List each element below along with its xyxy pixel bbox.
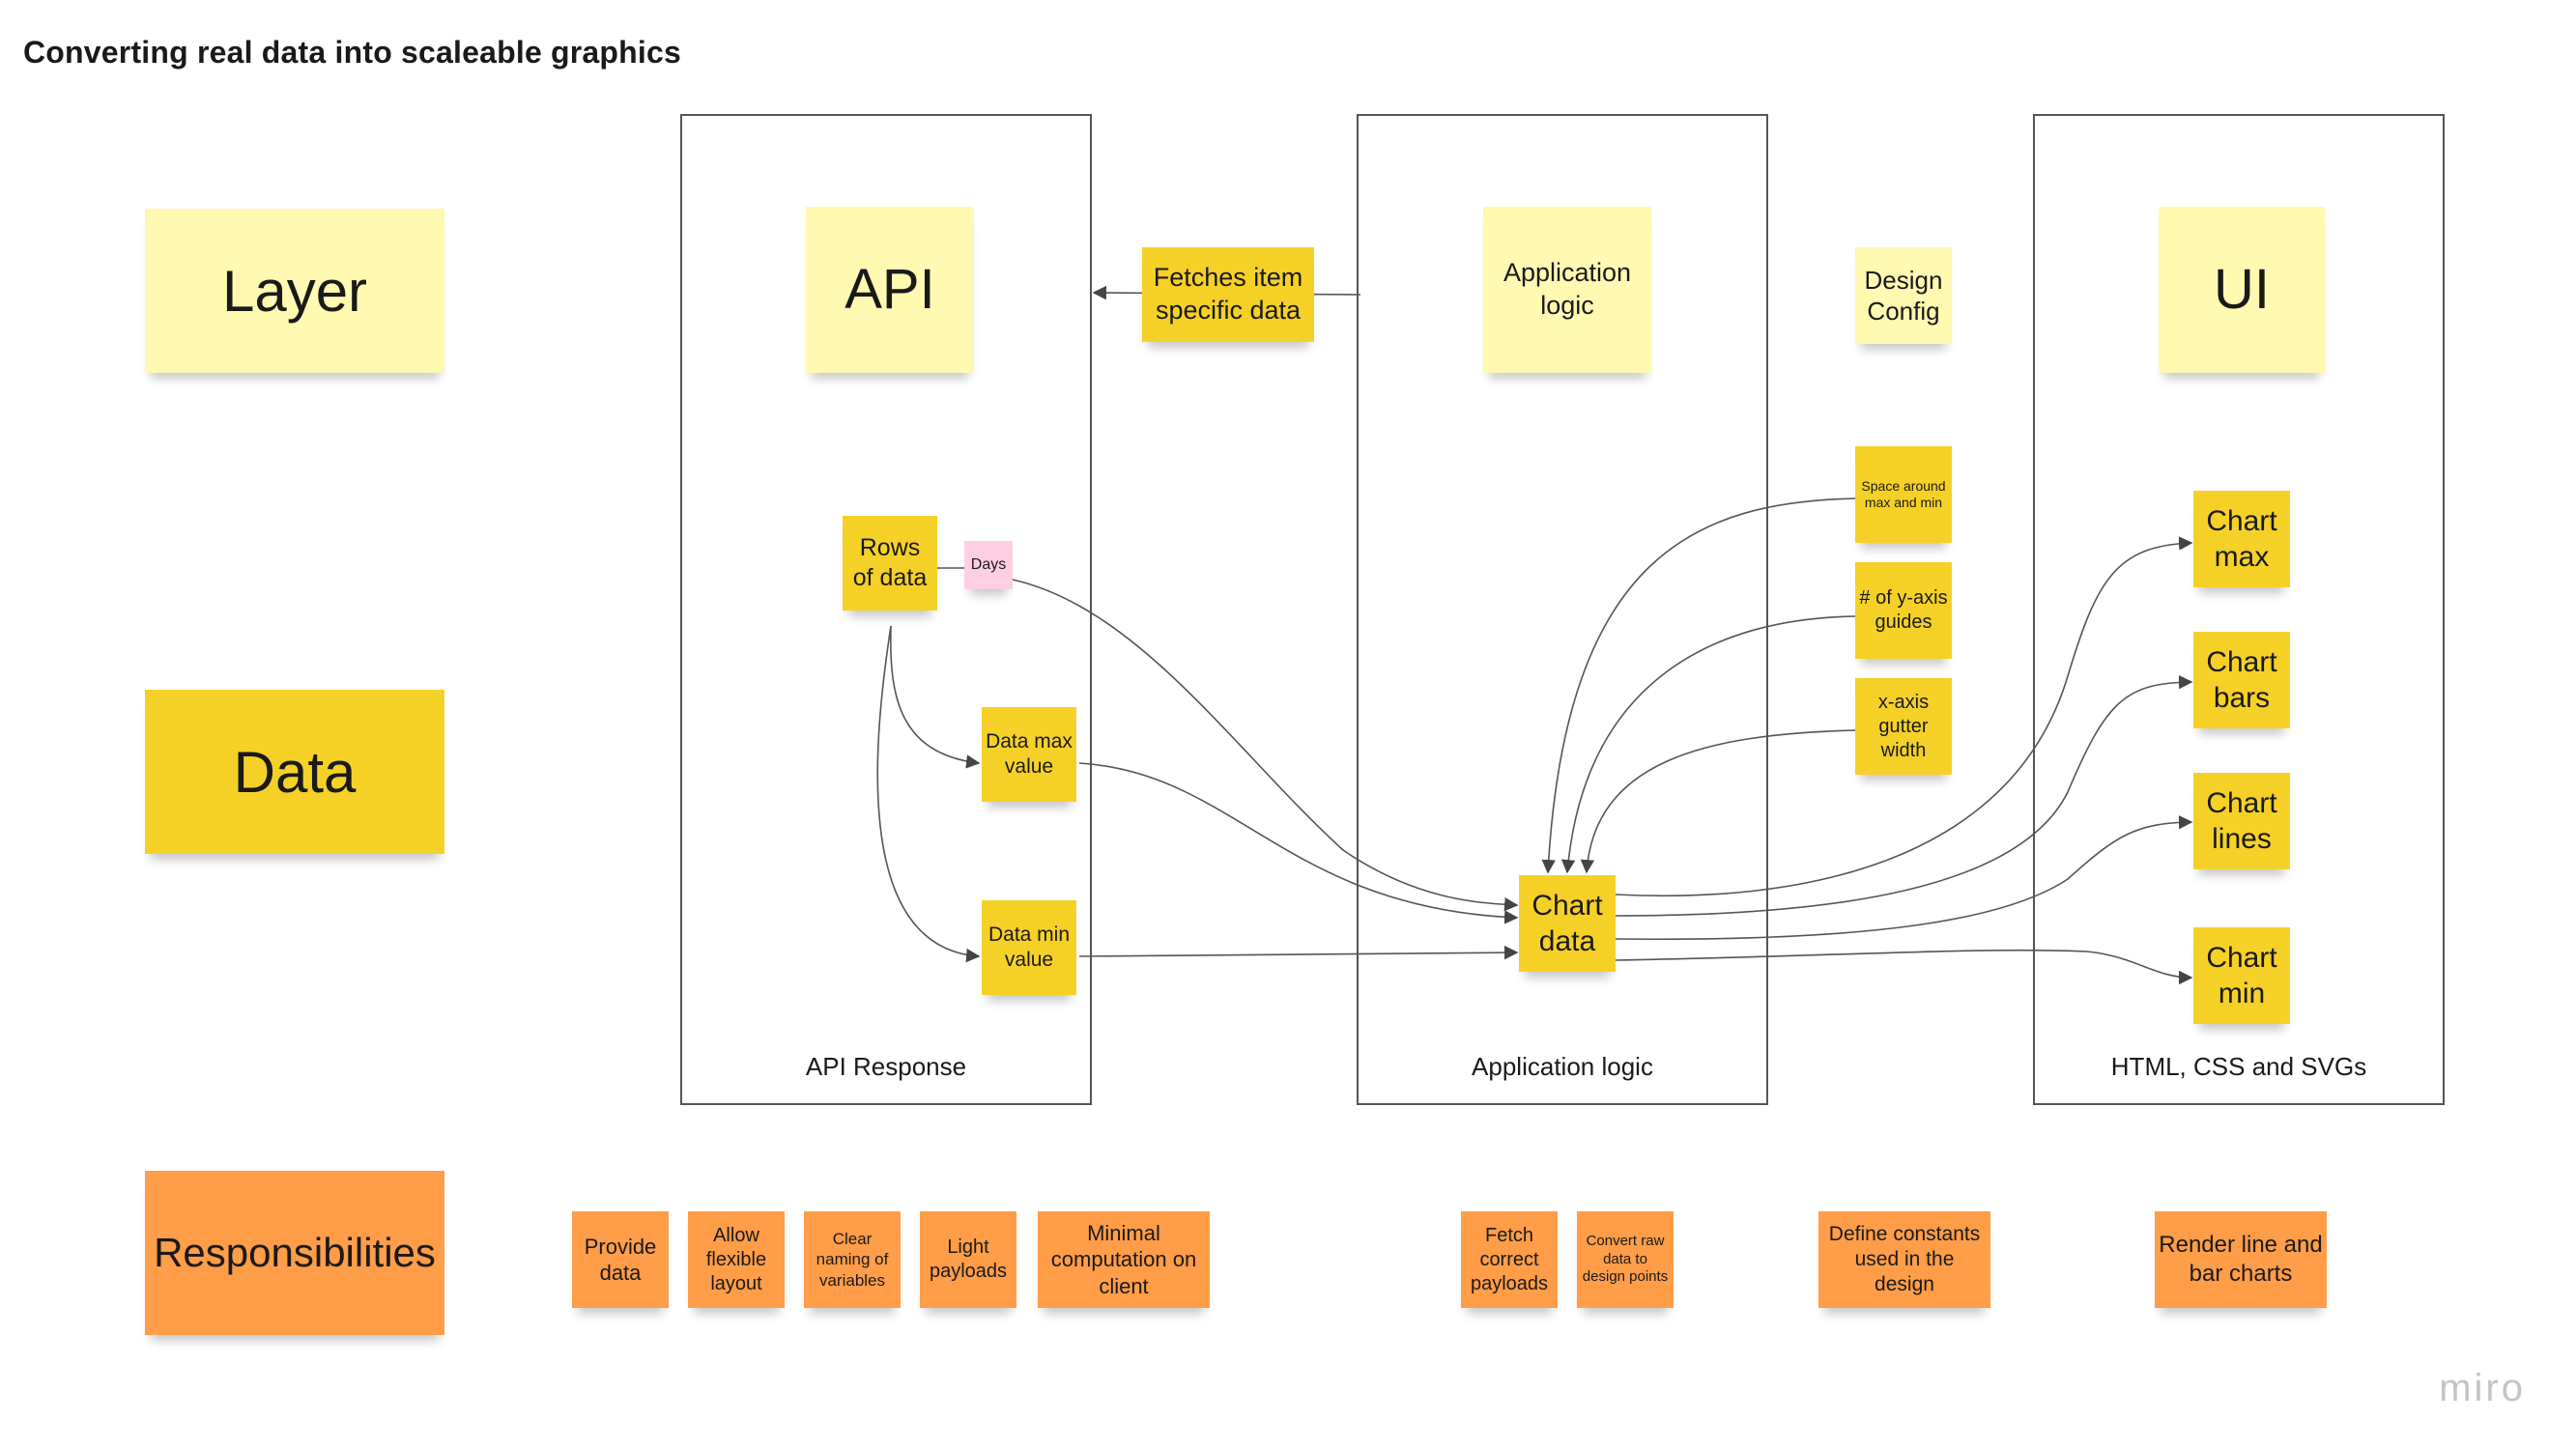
sticky-ui-header[interactable]: UI [2159,207,2325,373]
row-label-layer-text: Layer [221,258,368,324]
resp-provide-data[interactable]: Provide data [572,1211,669,1308]
row-label-data[interactable]: Data [145,690,444,854]
edge-min-to-chart [1078,945,1519,960]
edge-guides-to-chart [1560,615,1856,874]
sticky-space-around-max-min[interactable]: Space around max and min [1855,446,1952,543]
edge-rows-to-min [876,625,981,963]
miro-watermark: miro [2439,1367,2526,1409]
sticky-rows-of-data[interactable]: Rows of data [843,516,937,611]
sticky-chart-max-text: Chart max [2206,504,2277,574]
sticky-chart-data-text: Chart data [1531,889,1603,958]
sticky-y-axis-guides-text: # of y-axis guides [1859,587,1948,633]
row-label-responsibilities-text: Responsibilities [154,1229,436,1275]
resp-render-charts[interactable]: Render line and bar charts [2155,1211,2327,1308]
sticky-rows-of-data-text: Rows of data [852,533,928,591]
frame-html-css-svgs[interactable]: HTML, CSS and SVGs [2033,114,2445,1105]
sticky-api-header[interactable]: API [806,207,974,373]
sticky-design-config-text: Design Config [1864,265,1943,327]
sticky-chart-lines[interactable]: Chart lines [2193,773,2290,869]
edge-days-to-chart [1012,579,1519,912]
resp-convert-raw-data-text: Convert raw data to design points [1582,1232,1669,1286]
sticky-chart-data[interactable]: Chart data [1519,875,1616,972]
resp-flexible-layout-text: Allow flexible layout [705,1224,767,1294]
edge-gutter-to-chart [1580,729,1856,874]
row-label-layer[interactable]: Layer [145,209,444,373]
resp-flexible-layout[interactable]: Allow flexible layout [688,1211,785,1308]
resp-light-payloads[interactable]: Light payloads [920,1211,1016,1308]
resp-provide-data-text: Provide data [584,1234,657,1286]
resp-minimal-computation-text: Minimal computation on client [1050,1220,1197,1298]
row-label-responsibilities[interactable]: Responsibilities [145,1171,444,1335]
edge-chart-to-max [1615,536,2193,897]
sticky-y-axis-guides[interactable]: # of y-axis guides [1855,562,1952,659]
sticky-ui-header-text: UI [2214,257,2270,321]
frame-application-logic[interactable]: Application logic [1357,114,1768,1105]
frame-caption-ui: HTML, CSS and SVGs [2110,1052,2367,1081]
sticky-chart-bars-text: Chart bars [2206,645,2277,715]
board-title: Converting real data into scaleable grap… [23,35,682,70]
resp-fetch-payloads-text: Fetch correct payloads [1470,1224,1549,1294]
resp-render-charts-text: Render line and bar charts [2159,1232,2323,1287]
resp-light-payloads-text: Light payloads [929,1236,1008,1282]
sticky-data-min-value-text: Data min value [987,923,1071,971]
resp-clear-naming-text: Clear naming of variables [816,1230,889,1290]
sticky-design-config[interactable]: Design Config [1855,247,1952,344]
sticky-space-around-max-min-text: Space around max and min [1861,477,1946,511]
resp-define-constants-text: Define constants used in the design [1828,1222,1981,1296]
row-label-data-text: Data [233,739,357,805]
resp-clear-naming[interactable]: Clear naming of variables [804,1211,901,1308]
edge-space-to-chart [1541,497,1856,874]
frame-caption-app: Application logic [1472,1052,1653,1081]
sticky-x-axis-gutter-width-text: x-axis gutter width [1877,691,1930,761]
sticky-fetches-item-data[interactable]: Fetches item specific data [1142,247,1314,342]
frame-api-response[interactable]: API Response [680,114,1092,1105]
sticky-api-header-text: API [844,257,935,321]
sticky-days[interactable]: Days [964,541,1013,589]
resp-convert-raw-data[interactable]: Convert raw data to design points [1577,1211,1674,1308]
sticky-chart-min-text: Chart min [2206,941,2277,1010]
edge-max-to-chart [1078,762,1519,924]
edge-chart-to-min [1615,949,2193,985]
sticky-fetches-item-data-text: Fetches item specific data [1153,263,1303,325]
sticky-application-logic-header[interactable]: Application logic [1483,207,1651,373]
sticky-chart-lines-text: Chart lines [2206,786,2277,856]
sticky-data-min-value[interactable]: Data min value [982,900,1076,995]
resp-define-constants[interactable]: Define constants used in the design [1818,1211,1990,1308]
sticky-chart-max[interactable]: Chart max [2193,491,2290,587]
edge-chart-to-bars [1615,674,2193,917]
sticky-data-max-value[interactable]: Data max value [982,707,1076,802]
sticky-chart-min[interactable]: Chart min [2193,927,2290,1024]
resp-fetch-payloads[interactable]: Fetch correct payloads [1461,1211,1558,1308]
edge-chart-to-lines [1615,815,2193,941]
sticky-application-logic-header-text: Application logic [1503,258,1632,320]
frame-caption-api: API Response [805,1052,967,1081]
edge-rows-to-max [889,625,981,769]
sticky-data-max-value-text: Data max value [986,729,1073,778]
resp-minimal-computation[interactable]: Minimal computation on client [1038,1211,1210,1308]
sticky-chart-bars[interactable]: Chart bars [2193,632,2290,728]
sticky-days-text: Days [970,556,1007,573]
sticky-x-axis-gutter-width[interactable]: x-axis gutter width [1855,678,1952,775]
